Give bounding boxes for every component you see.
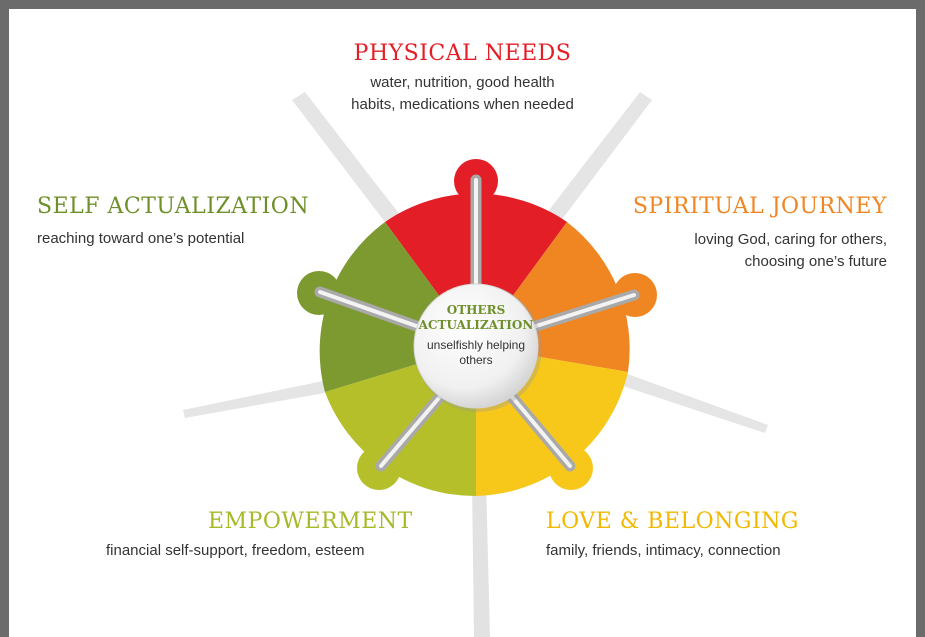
spokes (314, 174, 640, 472)
physical-line1: water, nutrition, good health (370, 74, 555, 91)
center-desc-line2: others (459, 353, 493, 367)
center-desc-line1: unselfishly helping (426, 338, 526, 352)
physical-needs-title: PHYSICAL NEEDS (353, 41, 572, 66)
ray-right (620, 372, 768, 433)
empowerment-title: EMPOWERMENT (208, 509, 413, 534)
center-hub (413, 283, 539, 409)
love-belonging-title: LOVE & BELONGING (546, 509, 799, 534)
self-actualization-description: reaching toward one’s potential (37, 230, 245, 247)
spiritual-journey-description: loving God, caring for others, choosing … (694, 229, 887, 273)
center-title-line1: OTHERS (446, 303, 506, 317)
ray-bottom (472, 480, 490, 637)
love-belonging-description: family, friends, intimacy, connection (546, 542, 781, 559)
shadow-rays (183, 92, 768, 637)
ray-top-right (546, 92, 652, 222)
ray-left (183, 380, 330, 418)
spiritual-line1: loving God, caring for others, (694, 231, 887, 248)
spiritual-journey-title: SPIRITUAL JOURNEY (632, 194, 887, 219)
center-description: unselfishly helping others (406, 338, 546, 368)
center-title-line2: ACTUALIZATION (418, 318, 534, 332)
physical-needs-description: water, nutrition, good health habits, me… (0, 72, 925, 116)
empowerment-description: financial self-support, freedom, esteem (106, 542, 365, 559)
physical-line2: habits, medications when needed (351, 96, 574, 113)
ray-top-left (292, 92, 400, 222)
center-title: OTHERS ACTUALIZATION (406, 303, 546, 333)
self-actualization-title: SELF ACTUALIZATION (37, 194, 310, 219)
spiritual-line2: choosing one’s future (744, 253, 887, 270)
